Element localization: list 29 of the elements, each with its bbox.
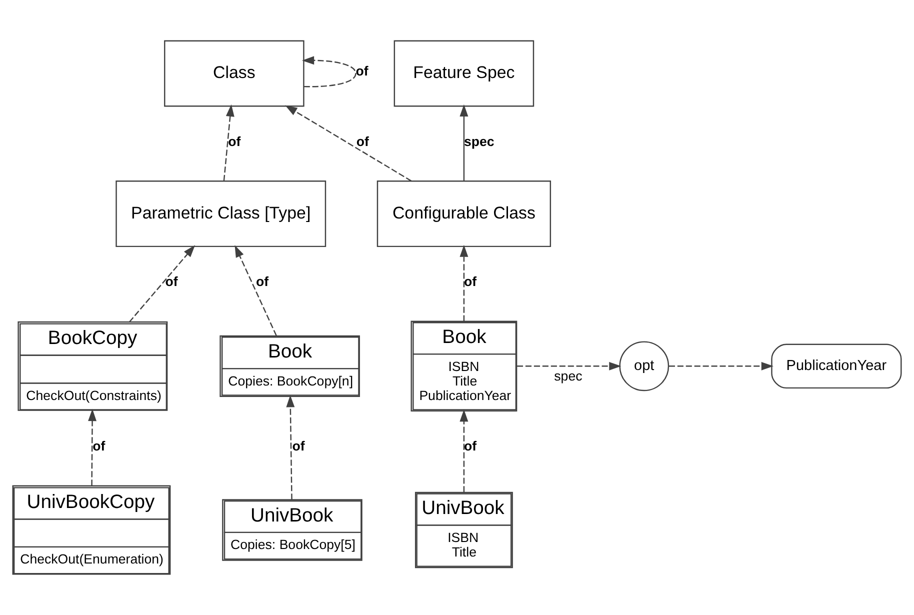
node-box: Parametric Class [Type] <box>116 180 326 248</box>
arrow <box>88 408 97 486</box>
arrow <box>223 104 234 181</box>
node-box: Configurable Class <box>376 180 552 248</box>
edge-label: of <box>256 274 269 290</box>
node-box: PublicationYear <box>771 344 902 389</box>
arrow <box>460 244 468 322</box>
edge-label: of <box>464 438 477 454</box>
edge-label: of <box>356 64 368 79</box>
edge-label: of <box>464 274 477 290</box>
edge-label: of <box>356 134 369 149</box>
node-box: Class <box>164 40 304 107</box>
arrow <box>234 245 277 336</box>
edge-label: spec <box>554 368 582 384</box>
arrow <box>460 409 468 492</box>
arrow <box>460 104 468 181</box>
arrow <box>517 362 622 370</box>
edge-label: of <box>92 438 106 454</box>
edge-label: of <box>228 134 241 149</box>
arrow <box>668 362 774 370</box>
node-circle: opt <box>619 341 670 392</box>
edge-label: of <box>165 274 178 290</box>
edge-label: spec <box>464 134 494 149</box>
arrow <box>128 245 196 322</box>
arrow <box>285 105 412 182</box>
edge-label: of <box>292 438 305 454</box>
node-box: Feature Spec <box>394 40 534 107</box>
arrow <box>286 395 295 500</box>
arrow <box>302 56 356 88</box>
